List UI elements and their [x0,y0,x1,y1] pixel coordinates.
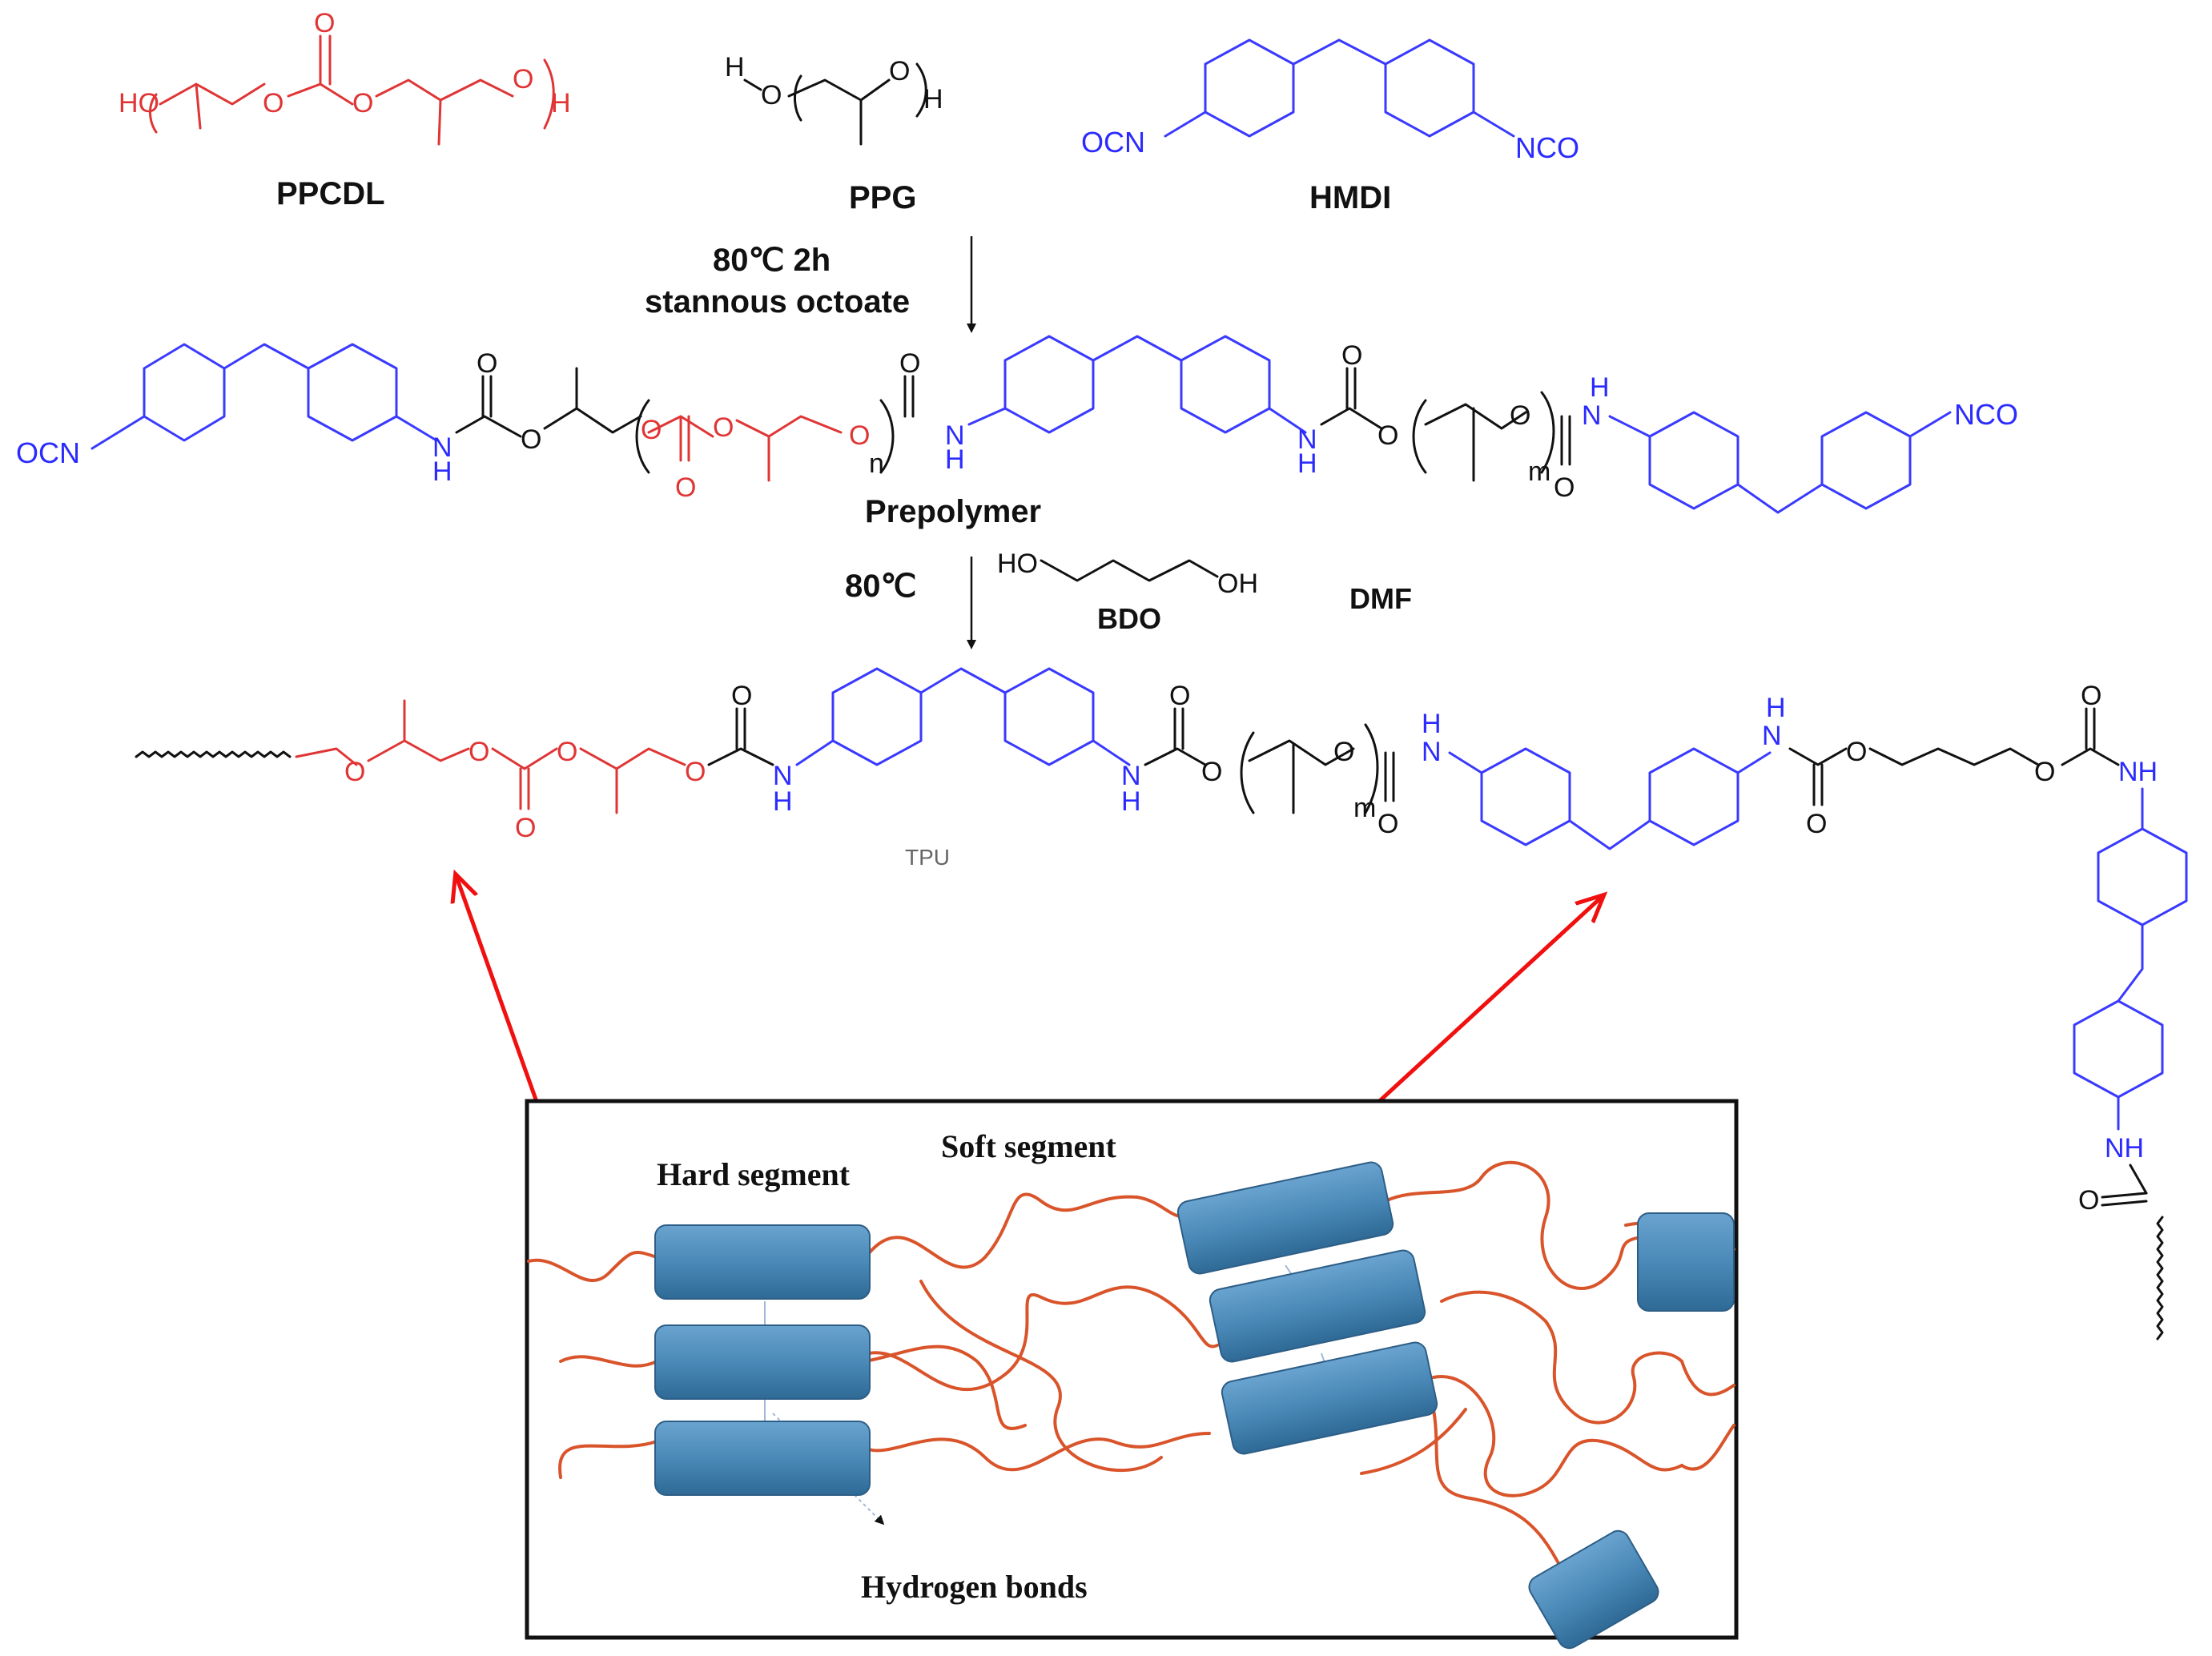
tpu-nh2-h: H [1121,786,1141,817]
hard-segment-block [1209,1249,1426,1363]
tpu-red-o3: O [557,737,577,767]
tpu-nh4-n: N [1762,721,1782,751]
tpu-ester-o1: O [1201,757,1222,787]
hard-segment-block [654,1324,871,1400]
hard-segment-block [654,1224,871,1300]
tpu-carbonyl-o6: O [2078,1185,2099,1216]
ppg-h2: H [923,84,943,115]
tpu-nh5: NH [2118,757,2158,787]
hard-segment-blocks [654,1161,1735,1650]
tpu-nh6: NH [2105,1133,2144,1164]
ppcdl-carbonyl-o: O [314,8,335,38]
step2-temperature: 80℃ [845,569,916,604]
prepolymer-nh3-h: H [1297,448,1317,479]
bdo-ho: HO [997,549,1038,579]
prepolymer-red-o3: O [849,420,870,451]
tpu-nh3-h: H [1422,709,1442,739]
hard-segment-block [1637,1212,1735,1312]
prepolymer-nh1-n: N [432,432,452,463]
tpu-nh2-n: N [1121,761,1141,791]
step1-arrow: 80℃ 2h stannous octoate [645,236,976,333]
tpu-red-o4: O [685,757,706,787]
hmdi-ocn: OCN [1081,126,1145,159]
prepolymer-carbonyl-o4: O [1554,472,1575,503]
tpu-nh4-h: H [1766,693,1786,723]
tpu-carbonyl-o4: O [1806,809,1827,839]
hmdi-nco: NCO [1515,131,1579,164]
hard-segment-label: Hard segment [657,1156,851,1192]
ppcdl-ho: HO [119,88,159,119]
prepolymer-n-subscript: n [869,448,884,479]
prepolymer-nh2-h: H [945,444,965,475]
prepolymer-ocn: OCN [16,436,80,469]
tpu-carbonyl-o2: O [1169,681,1190,711]
tpu-ester-o3: O [2034,757,2055,787]
step2-arrow: 80℃ HO OH BDO DMF [845,549,1412,649]
prepolymer-label: Prepolymer [865,494,1041,529]
tpu-ether-o: O [1333,737,1354,767]
tpu-nh3-n: N [1422,737,1442,767]
tpu-red-o1: O [344,757,365,787]
ppg-structure: H O O H PPG [725,52,943,215]
tpu-red-carbonyl-o: O [515,813,536,843]
tpu-nh1-n: N [773,761,793,791]
prepolymer-nco: NCO [1954,398,2018,431]
ppcdl-structure: HO O O O O H PPCDL [119,8,571,211]
hmdi-label: HMDI [1309,180,1391,215]
prepolymer-red-o1: O [641,415,662,445]
ppg-o2: O [889,56,910,86]
step1-conditions-temp: 80℃ 2h [713,243,831,278]
hard-segment-block [1176,1161,1394,1275]
hmdi-structure: OCN NCO HMDI [1081,38,1579,215]
hard-segment-block [1528,1529,1659,1650]
tpu-ester-o2: O [1846,737,1867,767]
step1-catalyst: stannous octoate [645,284,910,320]
prepolymer-ester-o1: O [521,424,541,455]
hard-segment-block [654,1421,871,1496]
tpu-carbonyl-o1: O [731,681,752,711]
ppg-label: PPG [849,180,916,215]
prepolymer-ester-o2: O [1377,420,1398,451]
tpu-nh1-h: H [773,786,793,817]
ppcdl-o1: O [263,88,284,119]
prepolymer-nh1-h: H [432,456,452,487]
prepolymer-red-o2: O [713,412,734,443]
hydrogen-bonds-label: Hydrogen bonds [861,1569,1088,1605]
prepolymer-carbonyl-o2: O [899,348,920,379]
ppcdl-o3: O [513,64,533,94]
microphase-schematic: Hard segment Soft segment Hydrogen bonds [525,1099,1739,1650]
tpu-carbonyl-o5: O [2081,681,2101,711]
tpu-carbonyl-o3: O [1377,809,1398,839]
prepolymer-nh4-n: N [1582,400,1602,431]
solvent-label: DMF [1349,582,1412,615]
hard-segment-block [1221,1341,1438,1455]
ppg-h1: H [725,52,745,82]
prepolymer-nh2-n: N [945,420,965,451]
tpu-structure: O O O O O O N H N H O O O m [135,667,2188,1340]
ppcdl-h: H [551,88,571,119]
prepolymer-carbonyl-o1: O [477,348,497,379]
tpu-red-o2: O [469,737,489,767]
ppcdl-label: PPCDL [276,176,385,211]
bdo-oh: OH [1217,569,1258,599]
tpu-m-subscript: m [1353,793,1376,823]
ppg-o1: O [761,80,782,111]
bdo-label: BDO [1097,602,1161,635]
tpu-label: TPU [905,845,950,870]
prepolymer-m-subscript: m [1528,456,1550,487]
prepolymer-red-carbonyl-o: O [675,472,696,503]
soft-segment-label: Soft segment [941,1128,1117,1164]
prepolymer-ether-o: O [1510,400,1530,431]
prepolymer-nh4-h: H [1590,372,1610,403]
ppcdl-o2: O [352,88,373,119]
prepolymer-structure: OCN N H O O O O O O n O N H [16,335,2018,529]
prepolymer-carbonyl-o3: O [1341,340,1362,371]
prepolymer-nh3-n: N [1297,424,1317,455]
